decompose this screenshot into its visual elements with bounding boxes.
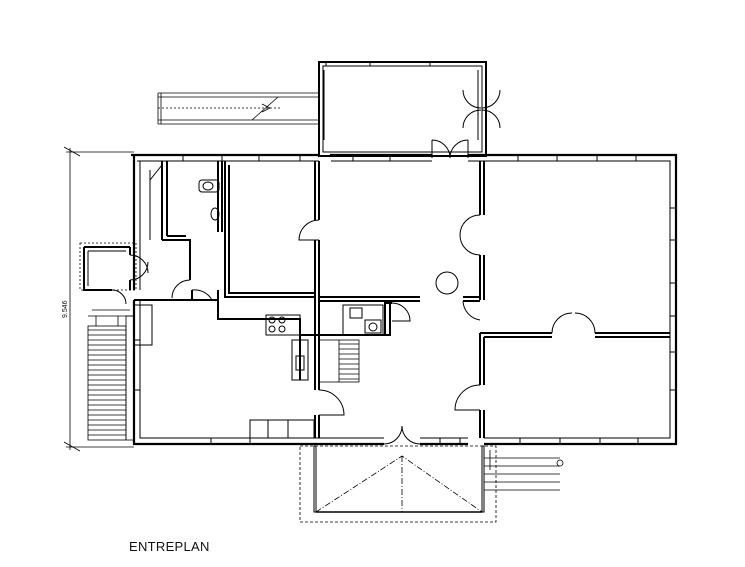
front-porch: [299, 445, 564, 523]
left-vestibule: [79, 242, 137, 291]
top-veranda: [318, 61, 487, 157]
kitchen-fixtures: [133, 304, 315, 439]
dimension-label: 9.546: [62, 300, 69, 318]
interior-walls: [134, 161, 670, 438]
doors: [111, 89, 596, 445]
ramp: [157, 92, 319, 125]
interior-staircase: [318, 339, 360, 383]
drawing-caption: ENTREPLAN: [129, 539, 210, 554]
left-staircase: [87, 309, 135, 441]
dimension-line: [63, 146, 134, 452]
wc-fixtures: [198, 179, 384, 336]
